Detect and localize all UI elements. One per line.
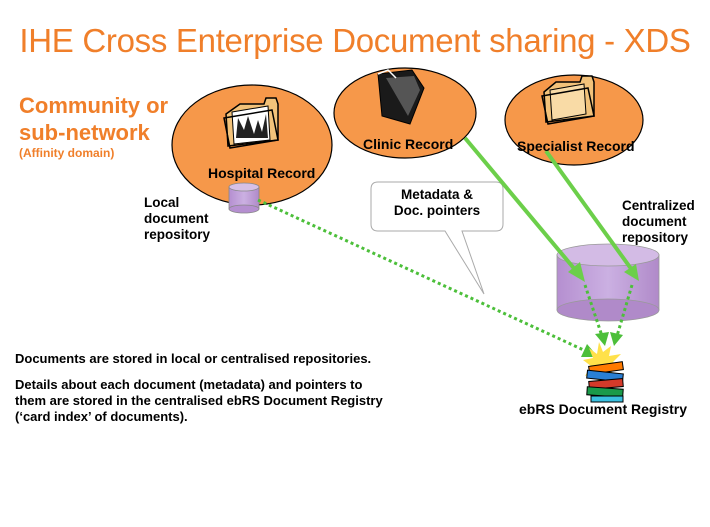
community-heading: Community or sub-network xyxy=(19,92,168,146)
callout-line-1: Metadata & xyxy=(400,187,473,202)
central-repo-line-3: repository xyxy=(622,230,689,245)
folder-icon xyxy=(377,69,425,125)
local-repo-line-3: repository xyxy=(144,227,211,242)
local-repo-line-2: document xyxy=(144,211,209,226)
page-title: IHE Cross Enterprise Document sharing - … xyxy=(19,22,691,59)
callout-line-2: Doc. pointers xyxy=(393,203,481,218)
registry-label: ebRS Document Registry xyxy=(519,401,688,417)
description-line-2: Details about each document (metadata) a… xyxy=(15,377,363,392)
description-line-4: (‘card index’ of documents). xyxy=(15,409,188,424)
description-line-3: them are stored in the centralised ebRS … xyxy=(15,393,383,408)
folder-icon xyxy=(541,75,595,125)
central-repository-cylinder xyxy=(556,243,660,322)
specialist-to-central-arrow xyxy=(544,149,639,281)
central-repo-line-2: document xyxy=(622,214,687,229)
local-repository-cylinder xyxy=(228,182,260,214)
central-repo-line-1: Centralized xyxy=(622,198,695,213)
clinic-to-central-arrow xyxy=(463,136,585,282)
local-repository-label: Local document repository xyxy=(144,195,210,243)
affinity-domain-label: (Affinity domain) xyxy=(19,146,115,160)
central-to-registry-arrow-1 xyxy=(583,284,609,346)
hospital-record-label: Hospital Record xyxy=(208,165,316,181)
central-to-registry-arrow-2 xyxy=(610,284,634,346)
book-stack-icon xyxy=(583,342,624,403)
community-line-2: sub-network xyxy=(19,120,150,145)
folder-icon xyxy=(223,97,279,149)
local-repo-line-1: Local xyxy=(144,195,180,210)
specialist-record-label: Specialist Record xyxy=(517,138,635,154)
callout-text: Metadata & Doc. pointers xyxy=(371,187,503,219)
clinic-record-label: Clinic Record xyxy=(363,136,454,152)
community-line-1: Community or xyxy=(19,93,169,118)
central-repository-label: Centralized document repository xyxy=(622,198,695,246)
description-line-1: Documents are stored in local or central… xyxy=(15,351,372,366)
